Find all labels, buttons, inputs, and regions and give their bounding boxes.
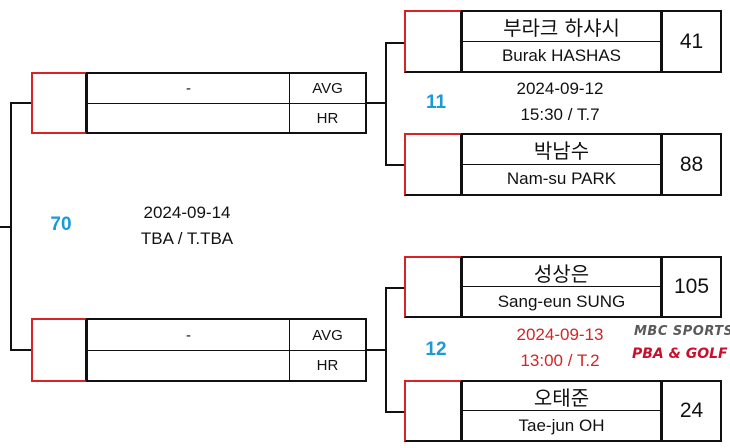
m12-p1-name-ko: 성상은 bbox=[463, 258, 660, 287]
m11-connector-top-stub bbox=[385, 42, 405, 44]
m11-p2-score: 88 bbox=[661, 133, 722, 196]
m11-p1-photo[interactable] bbox=[404, 10, 462, 73]
m11-connector-h bbox=[366, 102, 386, 104]
m12-p1-name-box[interactable]: 성상은 Sang-eun SUNG bbox=[461, 256, 662, 318]
sf2-player-name-sub bbox=[88, 351, 290, 380]
sf2-player-photo[interactable] bbox=[31, 318, 87, 382]
m12-connector-h bbox=[366, 349, 386, 351]
m11-time-table: 15:30 / T.7 bbox=[520, 105, 600, 124]
m12-p2-name-box[interactable]: 오태준 Tae-jun OH bbox=[461, 380, 662, 442]
final-match-number: 70 bbox=[50, 214, 72, 235]
m11-p2-name-ko: 박남수 bbox=[463, 135, 660, 165]
m11-connector-bottom-stub bbox=[385, 164, 405, 166]
m12-schedule: 2024-09-13 13:00 / T.2 bbox=[480, 322, 640, 374]
m12-time-table: 13:00 / T.2 bbox=[520, 351, 600, 370]
m11-connector-vertical bbox=[385, 42, 387, 166]
broadcaster-logo: MBC SPORTS+ PBA & GOLF bbox=[632, 324, 730, 368]
m12-p2-name-ko: 오태준 bbox=[463, 382, 660, 411]
sf1-player-name-sub bbox=[88, 104, 290, 132]
sf1-player-box[interactable]: - AVG HR bbox=[86, 72, 367, 134]
m11-schedule: 2024-09-12 15:30 / T.7 bbox=[480, 76, 640, 128]
sf2-player-name: - bbox=[88, 320, 290, 351]
m12-connector-top-stub bbox=[385, 287, 405, 289]
m11-p1-name-en: Burak HASHAS bbox=[501, 46, 622, 66]
broadcaster-logo-line1: MBC SPORTS+ bbox=[634, 324, 730, 339]
m12-match-number: 12 bbox=[425, 339, 447, 360]
sf2-player-box[interactable]: - AVG HR bbox=[86, 318, 367, 382]
sf1-connector-stub bbox=[10, 102, 32, 104]
m11-p2-name-en: Nam-su PARK bbox=[506, 169, 617, 189]
sf1-hr-label: HR bbox=[316, 109, 339, 127]
m12-p1-score: 105 bbox=[661, 256, 722, 318]
final-schedule: 2024-09-14 TBA / T.TBA bbox=[120, 200, 254, 252]
sf1-avg-label: AVG bbox=[290, 74, 365, 104]
m11-match-number: 11 bbox=[425, 92, 447, 113]
sf2-hr-label: HR bbox=[316, 357, 339, 374]
final-connector-vertical bbox=[10, 102, 12, 350]
m11-p2-photo[interactable] bbox=[404, 133, 462, 196]
m11-date: 2024-09-12 bbox=[516, 79, 604, 98]
m12-connector-vertical bbox=[385, 287, 387, 412]
sf1-player-name: - bbox=[88, 74, 290, 104]
sf2-avg-label: AVG bbox=[290, 320, 365, 351]
sf1-player-photo[interactable] bbox=[31, 72, 87, 134]
final-date: 2024-09-14 bbox=[143, 203, 231, 222]
m11-p2-name-box[interactable]: 박남수 Nam-su PARK bbox=[461, 133, 662, 196]
final-time-table: TBA / T.TBA bbox=[140, 229, 234, 248]
m12-connector-bottom-stub bbox=[385, 411, 405, 413]
m12-date: 2024-09-13 bbox=[516, 325, 604, 344]
m11-p1-name-box[interactable]: 부라크 하샤시 Burak HASHAS bbox=[461, 10, 662, 73]
m12-p1-name-en: Sang-eun SUNG bbox=[497, 291, 626, 311]
m12-p2-photo[interactable] bbox=[404, 380, 462, 442]
sf2-connector-stub bbox=[10, 349, 32, 351]
m11-p1-score: 41 bbox=[661, 10, 722, 73]
m12-p1-photo[interactable] bbox=[404, 256, 462, 318]
m11-p1-name-ko: 부라크 하샤시 bbox=[463, 12, 660, 42]
final-connector-left-stub bbox=[0, 226, 11, 228]
m12-p2-score: 24 bbox=[661, 380, 722, 442]
broadcaster-logo-line2: PBA & GOLF bbox=[632, 346, 728, 362]
m12-p2-name-en: Tae-jun OH bbox=[518, 415, 605, 435]
